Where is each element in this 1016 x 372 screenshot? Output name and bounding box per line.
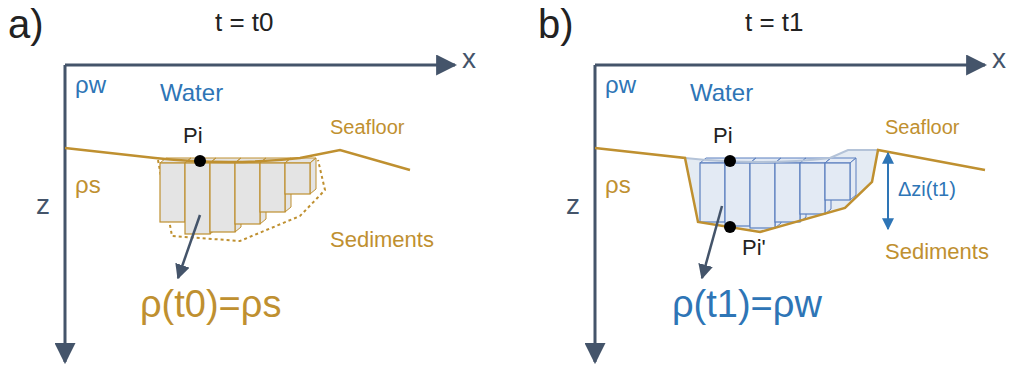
column-front [210,163,235,232]
density-label: ρw [75,72,106,98]
region-label: Water [160,80,223,106]
axis-label: z [36,190,50,221]
column-front [725,163,750,226]
depth-change-arrow [887,153,889,229]
density-label: ρw [605,72,636,98]
z-axis [64,65,67,362]
axis-label: x [992,44,1006,75]
depth-change-label: Δzi(t1) [898,178,956,200]
panel-letter: a) [8,2,44,46]
time-label: t = t0 [215,8,274,37]
column-front [750,163,775,228]
seafloor-line [65,148,410,170]
axis-label: x [462,44,476,75]
time-label: t = t1 [745,8,804,37]
x-axis [595,64,985,67]
region-label: Water [690,80,753,106]
point-marker [724,155,736,167]
point-label: Pi [713,124,733,148]
x-axis [65,64,455,67]
density-equation: ρ(t0)=ρs [140,284,281,326]
density-label: ρs [75,172,101,198]
region-label: Seafloor [885,116,960,138]
water-columns [700,158,856,228]
pointer-arrow [702,206,722,278]
sediment-columns [160,158,316,234]
region-label: Sediments [330,228,434,252]
axis-label: z [566,190,580,221]
column-front [825,163,850,200]
column-front [800,163,825,214]
column-front [775,163,800,222]
z-axis [594,65,597,362]
column-side [850,158,856,200]
former-seafloor [685,150,878,162]
point-label: Pi' [742,236,766,260]
point-label: Pi [183,124,203,148]
density-equation: ρ(t1)=ρw [672,284,822,326]
column-front [235,163,260,224]
density-label: ρs [605,172,631,198]
point-marker [724,221,736,233]
seafloor-line [595,148,985,232]
panel-letter: b) [538,2,574,46]
point-marker [194,155,206,167]
column-side [310,158,316,194]
column-front [260,163,285,212]
region-label: Sediments [885,240,989,264]
eroded-volume [685,150,878,232]
pointer-arrow [178,215,200,278]
region-label: Seafloor [330,116,405,138]
column-front [285,163,310,194]
column-front [160,163,185,222]
future-pit-outline [158,160,325,241]
